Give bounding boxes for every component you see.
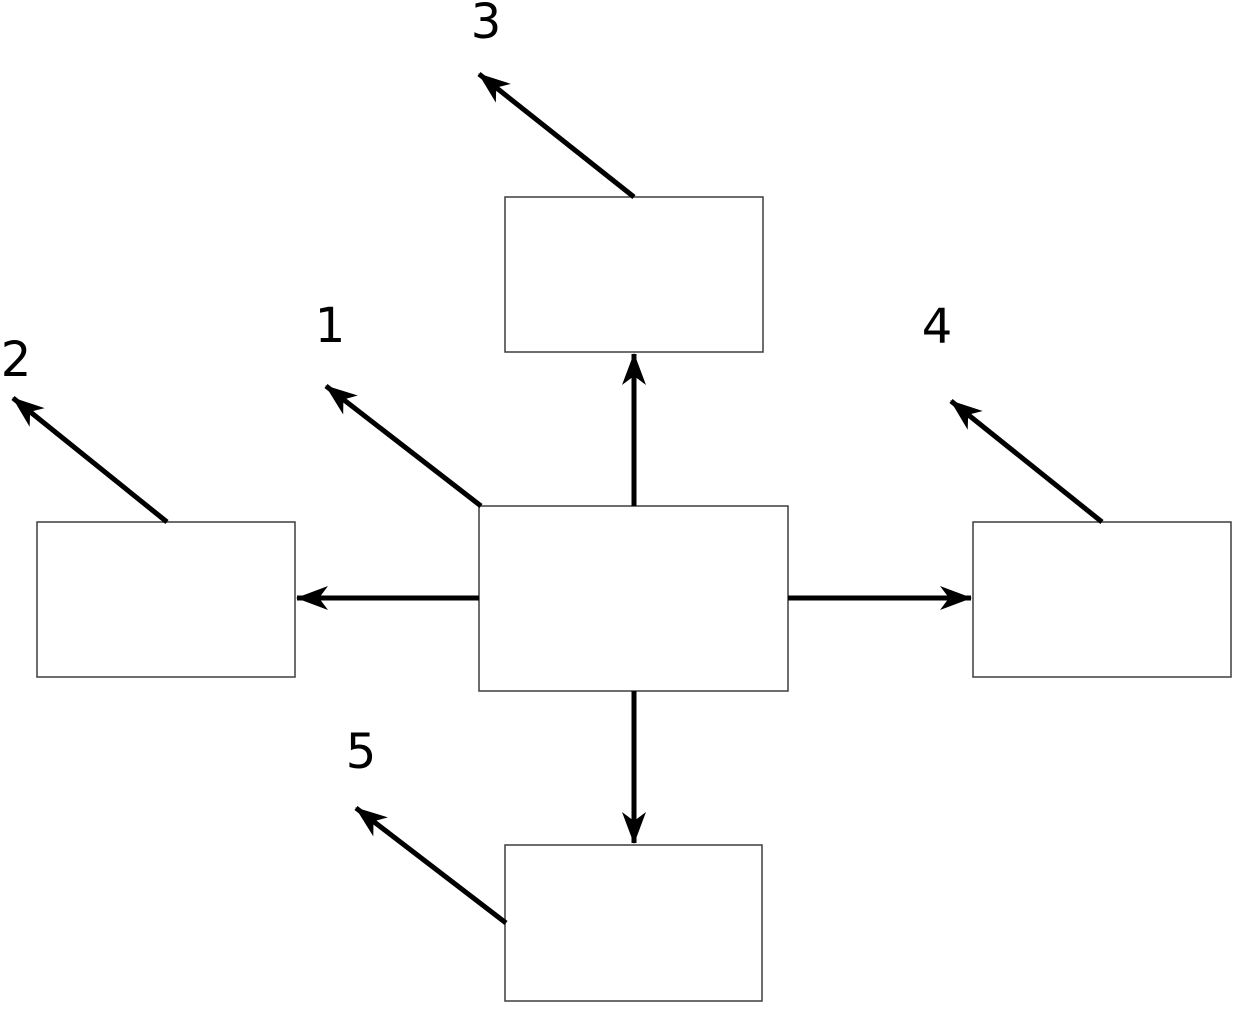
center-box [478, 505, 789, 692]
leader-arrow-4 [949, 399, 1104, 524]
leader-arrow-2 [11, 396, 169, 524]
leader-arrow-1 [324, 384, 483, 508]
leader-arrow-5 [354, 806, 508, 925]
ref-label-2: 2 [0, 332, 32, 388]
bottom-box [504, 844, 763, 1002]
ref-label-1: 1 [314, 298, 346, 354]
left-box [36, 521, 296, 678]
ref-label-5: 5 [345, 724, 377, 780]
top-box [504, 196, 764, 353]
ref-label-3: 3 [470, 0, 502, 50]
ref-label-4: 4 [921, 299, 953, 355]
leader-arrow-3 [477, 72, 636, 199]
right-box [972, 521, 1232, 678]
